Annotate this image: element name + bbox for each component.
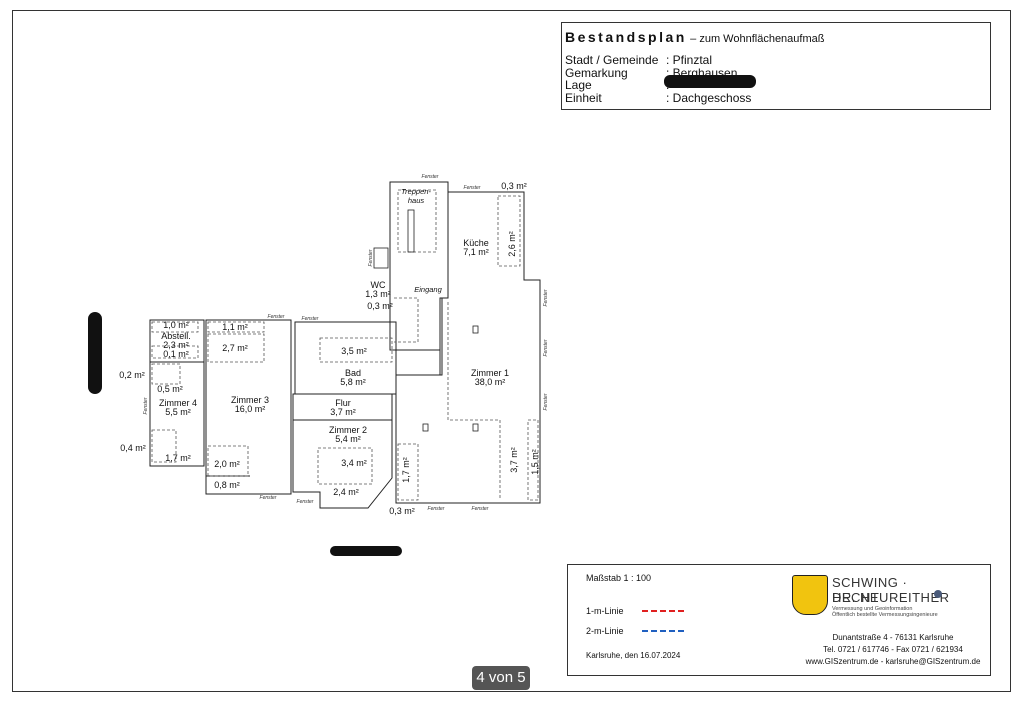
room-label: Treppen- bbox=[401, 187, 431, 196]
firm-name-1: SCHWING · HECHT bbox=[832, 575, 908, 605]
room-area: 5,4 m² bbox=[335, 434, 361, 444]
firm-address: Dunantstraße 4 - 76131 Karlsruhe bbox=[832, 633, 954, 642]
outline-zimmer4 bbox=[149, 319, 205, 467]
plan-sheet bbox=[12, 10, 1011, 692]
area-label: 1,1 m² bbox=[222, 322, 248, 332]
legend-line2-swatch bbox=[642, 630, 684, 632]
legend-line1-swatch bbox=[642, 610, 684, 612]
outline-bad bbox=[294, 321, 397, 395]
window-label: Fenster bbox=[143, 397, 149, 414]
area-label: 0,3 m² bbox=[367, 301, 393, 311]
area-label: 2,0 m² bbox=[214, 459, 240, 469]
window-label: Fenster bbox=[428, 506, 445, 512]
outline-kitchen bbox=[395, 191, 541, 504]
area-label: 0,3 m² bbox=[501, 181, 527, 191]
area-label: 3,5 m² bbox=[341, 346, 367, 356]
room-name: Abstell. bbox=[161, 331, 191, 341]
room-label: haus bbox=[408, 196, 425, 205]
room-area: 7,1 m² bbox=[463, 247, 489, 257]
window-label: Fenster bbox=[297, 499, 314, 505]
scale-label: Maßstab 1 : 100 bbox=[586, 573, 652, 583]
area-label: 0,2 m² bbox=[119, 370, 145, 380]
title-heading-row: Bestandsplan – zum Wohnflächenaufmaß bbox=[565, 29, 986, 45]
window-label: Fenster bbox=[260, 495, 277, 501]
firm-tagline-1: Vermessung und Geoinformation bbox=[832, 606, 913, 612]
legend-block: Maßstab 1 : 100 1-m-Linie 2-m-Linie Karl… bbox=[567, 564, 991, 676]
room-area: 3,7 m² bbox=[330, 407, 356, 417]
firm-phone: Tel. 0721 / 617746 - Fax 0721 / 621934 bbox=[823, 645, 963, 654]
outline-zimmer2 bbox=[292, 419, 393, 509]
room-area: 1,3 m² bbox=[365, 289, 391, 299]
title-row: Einheit: Dachgeschoss bbox=[565, 90, 752, 105]
firm-name-2: DR. NEUREITHER bbox=[832, 590, 950, 605]
room-name: Flur bbox=[335, 398, 351, 408]
redaction-mark bbox=[330, 546, 402, 556]
outline-zimmer3 bbox=[205, 319, 292, 495]
room-name: WC bbox=[371, 280, 386, 290]
area-label: 0,1 m² bbox=[163, 349, 189, 359]
area-label: 1,0 m² bbox=[163, 320, 189, 330]
room-area: 5,8 m² bbox=[340, 377, 366, 387]
logo-dot-icon bbox=[934, 590, 942, 598]
firm-tagline-2: Öffentlich bestellte Vermessungsingenieu… bbox=[832, 612, 938, 618]
window-label: Fenster bbox=[368, 249, 374, 266]
window-label: Fenster bbox=[543, 289, 549, 306]
window-label: Fenster bbox=[302, 316, 319, 322]
area-label: 2,4 m² bbox=[333, 487, 359, 497]
room-label: Eingang bbox=[414, 285, 442, 294]
room-area: 38,0 m² bbox=[475, 377, 506, 387]
area-label: 1,5 m² bbox=[530, 449, 540, 475]
area-label: 2,7 m² bbox=[222, 343, 248, 353]
plan-heading: Bestandsplan bbox=[565, 29, 687, 45]
area-label: 1,7 m² bbox=[401, 457, 411, 483]
redaction-mark bbox=[88, 312, 102, 394]
window-label: Fenster bbox=[543, 339, 549, 356]
plan-date: Karlsruhe, den 16.07.2024 bbox=[586, 651, 681, 660]
area-label: 3,4 m² bbox=[341, 458, 367, 468]
window-label: Fenster bbox=[422, 174, 439, 180]
window-label: Fenster bbox=[543, 393, 549, 410]
legend-line1-label: 1-m-Linie bbox=[586, 606, 624, 616]
area-label: 0,5 m² bbox=[157, 384, 183, 394]
firm-web: www.GISzentrum.de - karlsruhe@GISzentrum… bbox=[805, 657, 981, 666]
room-name: Zimmer 4 bbox=[159, 398, 197, 408]
firm-logo: SCHWING · HECHT DR. NEUREITHER Vermessun… bbox=[788, 573, 958, 619]
outline-stair-wc bbox=[389, 181, 449, 376]
window-label: Fenster bbox=[464, 185, 481, 191]
title-row: Stadt / Gemeinde: Pfinztal bbox=[565, 53, 713, 67]
room-area: 2,3 m² bbox=[163, 340, 189, 350]
room-area: 5,5 m² bbox=[165, 407, 191, 417]
area-label: 1,7 m² bbox=[165, 453, 191, 463]
room-name: Küche bbox=[463, 238, 489, 248]
room-name: Zimmer 2 bbox=[329, 425, 367, 435]
room-name: Zimmer 3 bbox=[231, 395, 269, 405]
crest-icon bbox=[792, 575, 828, 615]
legend-line2-label: 2-m-Linie bbox=[586, 626, 624, 636]
window-label: Fenster bbox=[268, 314, 285, 320]
room-name: Bad bbox=[345, 368, 361, 378]
area-label: 3,7 m² bbox=[509, 447, 519, 473]
window-label: Fenster bbox=[472, 506, 489, 512]
room-name: Zimmer 1 bbox=[471, 368, 509, 378]
area-label: 2,6 m² bbox=[507, 231, 517, 257]
redaction-mark bbox=[664, 75, 756, 88]
room-area: 16,0 m² bbox=[235, 404, 266, 414]
plan-subheading: – zum Wohnflächenaufmaß bbox=[690, 33, 825, 45]
area-label: 0,8 m² bbox=[214, 480, 240, 490]
page-indicator: 4 von 5 bbox=[472, 666, 530, 690]
area-label: 0,3 m² bbox=[389, 506, 415, 516]
area-label: 0,4 m² bbox=[120, 443, 146, 453]
